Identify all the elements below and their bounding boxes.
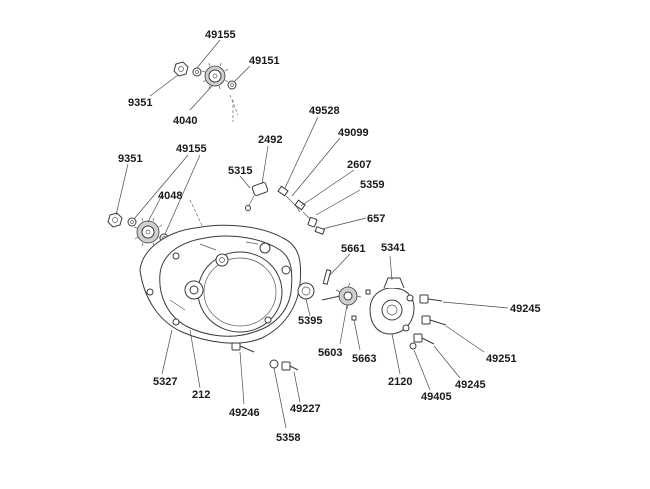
- part-sensor: [245, 181, 269, 211]
- label-9351-top: 9351: [128, 97, 152, 109]
- shaft-guide-top: [229, 94, 239, 122]
- part-pump-cover: [369, 277, 415, 335]
- label-5315: 5315: [228, 165, 252, 177]
- part-gear-top: [201, 62, 229, 90]
- part-washer-left: [127, 217, 137, 227]
- shaft-guide-left: [189, 199, 206, 233]
- label-657: 657: [367, 213, 385, 225]
- part-cover-gasket: [139, 224, 302, 344]
- label-49245-upper: 49245: [510, 303, 541, 315]
- label-2607: 2607: [347, 159, 371, 171]
- part-nut-left: [107, 212, 123, 228]
- label-5661: 5661: [341, 243, 365, 255]
- label-5327: 5327: [153, 376, 177, 388]
- part-pin: [322, 269, 332, 285]
- label-212: 212: [192, 389, 210, 401]
- label-5603: 5603: [318, 347, 342, 359]
- part-bolt-middle: [421, 315, 447, 326]
- part-bolt-bottom-right: [269, 359, 299, 371]
- part-bolt-upper: [419, 294, 443, 304]
- label-5358: 5358: [276, 432, 300, 444]
- label-5663: 5663: [352, 353, 376, 365]
- part-clip-top: [227, 80, 237, 90]
- label-49099: 49099: [338, 127, 369, 139]
- label-49151: 49151: [249, 55, 280, 67]
- part-nut-top: [173, 61, 189, 77]
- leader-lines: [115, 39, 509, 429]
- label-49528: 49528: [309, 105, 340, 117]
- label-49155-top: 49155: [205, 29, 236, 41]
- label-5395: 5395: [298, 315, 322, 327]
- label-2120: 2120: [388, 376, 412, 388]
- part-fitting: [314, 226, 326, 235]
- label-9351-left: 9351: [118, 153, 142, 165]
- part-seal: [297, 282, 315, 300]
- label-49246: 49246: [229, 407, 260, 419]
- part-bolt-lower: [409, 333, 435, 350]
- label-49155-left: 49155: [176, 143, 207, 155]
- part-bolt-bottom-left: [231, 342, 255, 353]
- part-gear-left: [133, 217, 163, 247]
- label-5359: 5359: [360, 179, 384, 191]
- part-washer-top: [192, 67, 202, 77]
- label-49251: 49251: [486, 353, 517, 365]
- part-cable: [277, 185, 318, 228]
- part-number-labels: 49155 49151 9351 4040 49528 2492 49099 9…: [118, 29, 541, 444]
- label-49245-lower: 49245: [455, 379, 486, 391]
- label-49405: 49405: [421, 391, 452, 403]
- label-4040: 4040: [173, 115, 197, 127]
- label-49227: 49227: [290, 403, 321, 415]
- part-impeller: [321, 282, 362, 310]
- label-2492: 2492: [258, 134, 282, 146]
- label-5341: 5341: [381, 242, 405, 254]
- label-4048: 4048: [158, 190, 182, 202]
